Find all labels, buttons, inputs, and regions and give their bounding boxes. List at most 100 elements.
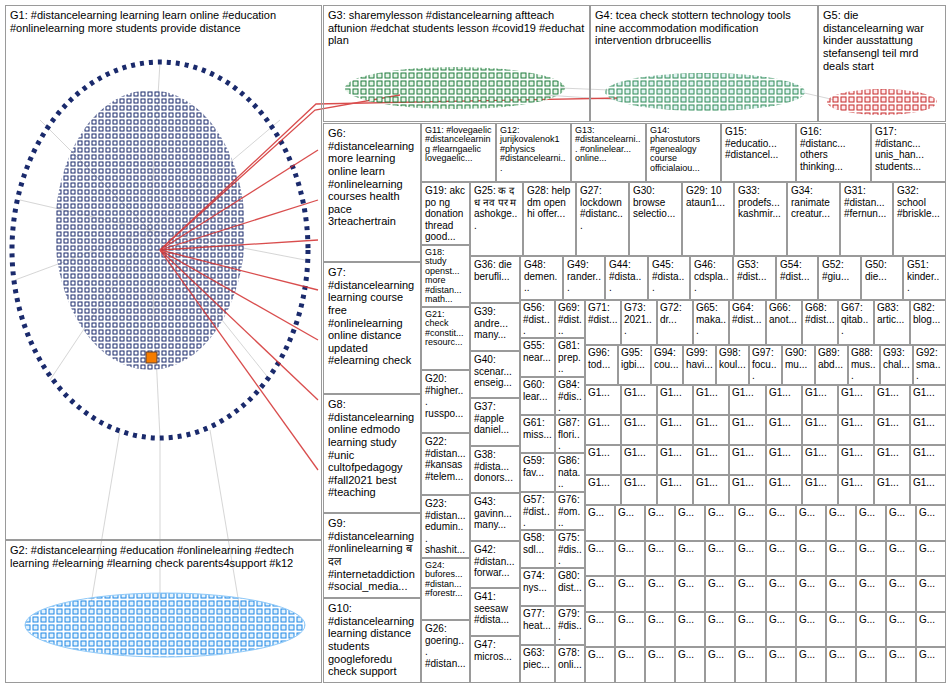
group-label: G1... — [696, 417, 726, 429]
group-box: G57: #dist... — [520, 492, 555, 530]
group-box: G... — [796, 647, 826, 683]
group-label: G79: #dis... — [558, 608, 582, 643]
group-label: G1... — [877, 417, 907, 429]
group-label: G66: anot... — [769, 302, 799, 325]
group-box: G2: #distancelearning #education #online… — [5, 540, 322, 683]
group-label: G... — [889, 543, 913, 555]
group-box: G51: kinder... — [903, 256, 946, 300]
group-label: G... — [799, 649, 823, 661]
group-label: G1... — [732, 477, 763, 489]
group-label: G9: #distancelearning #onlinelearning ब … — [328, 517, 416, 593]
group-box: G... — [826, 576, 856, 612]
group-box: G66: anot... — [766, 300, 802, 345]
group-box: G... — [916, 647, 946, 683]
group-label: G33: prodefs... kashmir... — [738, 185, 783, 220]
group-box: G... — [886, 576, 916, 612]
group-box: G13: #distancelearni... #onlinelear... o… — [571, 123, 646, 182]
group-box: G59: fav... — [520, 453, 555, 492]
group-box: G1... — [766, 475, 802, 505]
group-box: G1... — [766, 385, 802, 415]
group-label: G11: #lovegaelic #distancelearning #lear… — [425, 126, 492, 164]
group-label: G74: nys... — [523, 570, 552, 593]
group-label: G... — [738, 507, 763, 519]
group-label: G49: rander... — [567, 259, 601, 294]
group-box: G77: heat... — [520, 606, 555, 645]
group-box: G19: akc po ng donation thread good... — [421, 182, 470, 245]
group-box: G81: prep... — [555, 338, 585, 377]
group-box: G3: sharemylesson #distancelearning aftt… — [323, 5, 590, 122]
group-box: G... — [675, 541, 705, 576]
group-label: G21: check #constit... resourc... — [425, 310, 466, 348]
group-label: G53: #dist... — [737, 259, 772, 282]
group-label: G29: 10 ataun1... — [686, 185, 730, 208]
group-box: G73: 2021... — [621, 300, 657, 345]
group-box: G16: #distanc... others thinking... — [796, 123, 871, 182]
group-label: G61: miss... — [523, 417, 552, 440]
group-box: G... — [585, 541, 615, 576]
network-edge — [160, 250, 318, 400]
group-label: G... — [738, 614, 763, 626]
group-box: G... — [735, 576, 766, 612]
group-box: G... — [675, 612, 705, 647]
group-box: G... — [675, 505, 705, 541]
group-box: G... — [886, 505, 916, 541]
group-box: G22: #distan... #kansas #telem... — [421, 433, 470, 495]
group-label: G1... — [660, 387, 690, 399]
group-box: G... — [615, 576, 645, 612]
group-box: G1... — [621, 445, 657, 475]
group-label: G5: die distancelearning war kinder auss… — [823, 9, 941, 72]
group-label: G25: क द ध नव पर म ashokge... — [474, 185, 519, 231]
group-box: G... — [856, 541, 886, 576]
group-box: G38: #dista... donors... — [470, 446, 520, 493]
network-edge — [160, 200, 318, 250]
group-box: G... — [916, 612, 946, 647]
group-label: G77: heat... — [523, 608, 552, 631]
group-box: G1... — [910, 385, 946, 415]
group-box: G39: andre... many... — [470, 303, 520, 351]
group-label: G... — [919, 543, 943, 555]
group-box: G1... — [693, 385, 729, 415]
group-box: G... — [645, 647, 675, 683]
group-label: G... — [648, 614, 672, 626]
group-box: G1... — [729, 385, 766, 415]
group-label: G1... — [805, 387, 835, 399]
group-label: G... — [889, 614, 913, 626]
group-box: G1... — [874, 385, 910, 415]
group-label: G60: lear... — [523, 379, 552, 402]
group-label: G86: nata... — [558, 455, 582, 490]
group-box: G49: rander... — [563, 256, 605, 300]
group-label: G... — [859, 543, 883, 555]
group-label: G24: bufores... #distan... #forestr... — [425, 561, 466, 599]
group-label: G83: artic... — [877, 302, 907, 325]
group-box: G74: nys... — [520, 568, 555, 606]
network-edge — [90, 430, 120, 610]
group-box: G12: jurijkovalenok1 #physics #distancel… — [496, 123, 571, 182]
group-box: G1... — [585, 445, 621, 475]
group-box: G25: क द ध नव पर म ashokge... — [470, 182, 523, 256]
group-label: G56: #dist... — [523, 302, 552, 337]
group-box: G1... — [766, 445, 802, 475]
group-box: G1... — [729, 415, 766, 445]
group-label: G68: #dist... — [805, 302, 835, 325]
group-box: G92: sma... — [913, 345, 946, 385]
group-box: G29: 10 ataun1... — [682, 182, 734, 256]
group-label: G1... — [732, 447, 763, 459]
group-box: G... — [916, 576, 946, 612]
group-box: G67: qitab... — [838, 300, 874, 345]
group-label: G1... — [913, 387, 943, 399]
group-box: G... — [826, 647, 856, 683]
group-box: G14: pharostutors #genealogy course offi… — [646, 123, 721, 182]
group-box: G1... — [874, 475, 910, 505]
group-label: G42: #distan... forwar... — [474, 544, 516, 579]
group-label: G... — [859, 578, 883, 590]
group-label: G... — [889, 578, 913, 590]
group-box: G... — [705, 647, 735, 683]
group-label: G1... — [696, 447, 726, 459]
network-edge — [160, 440, 161, 600]
group-box: G... — [705, 612, 735, 647]
group-box: G53: #dist... — [733, 256, 776, 300]
group-box: G... — [766, 612, 796, 647]
group-label: G... — [919, 578, 943, 590]
group-box: G80: dist... — [555, 568, 585, 606]
group-label: G10: #distancelearning learning distance… — [328, 602, 416, 678]
